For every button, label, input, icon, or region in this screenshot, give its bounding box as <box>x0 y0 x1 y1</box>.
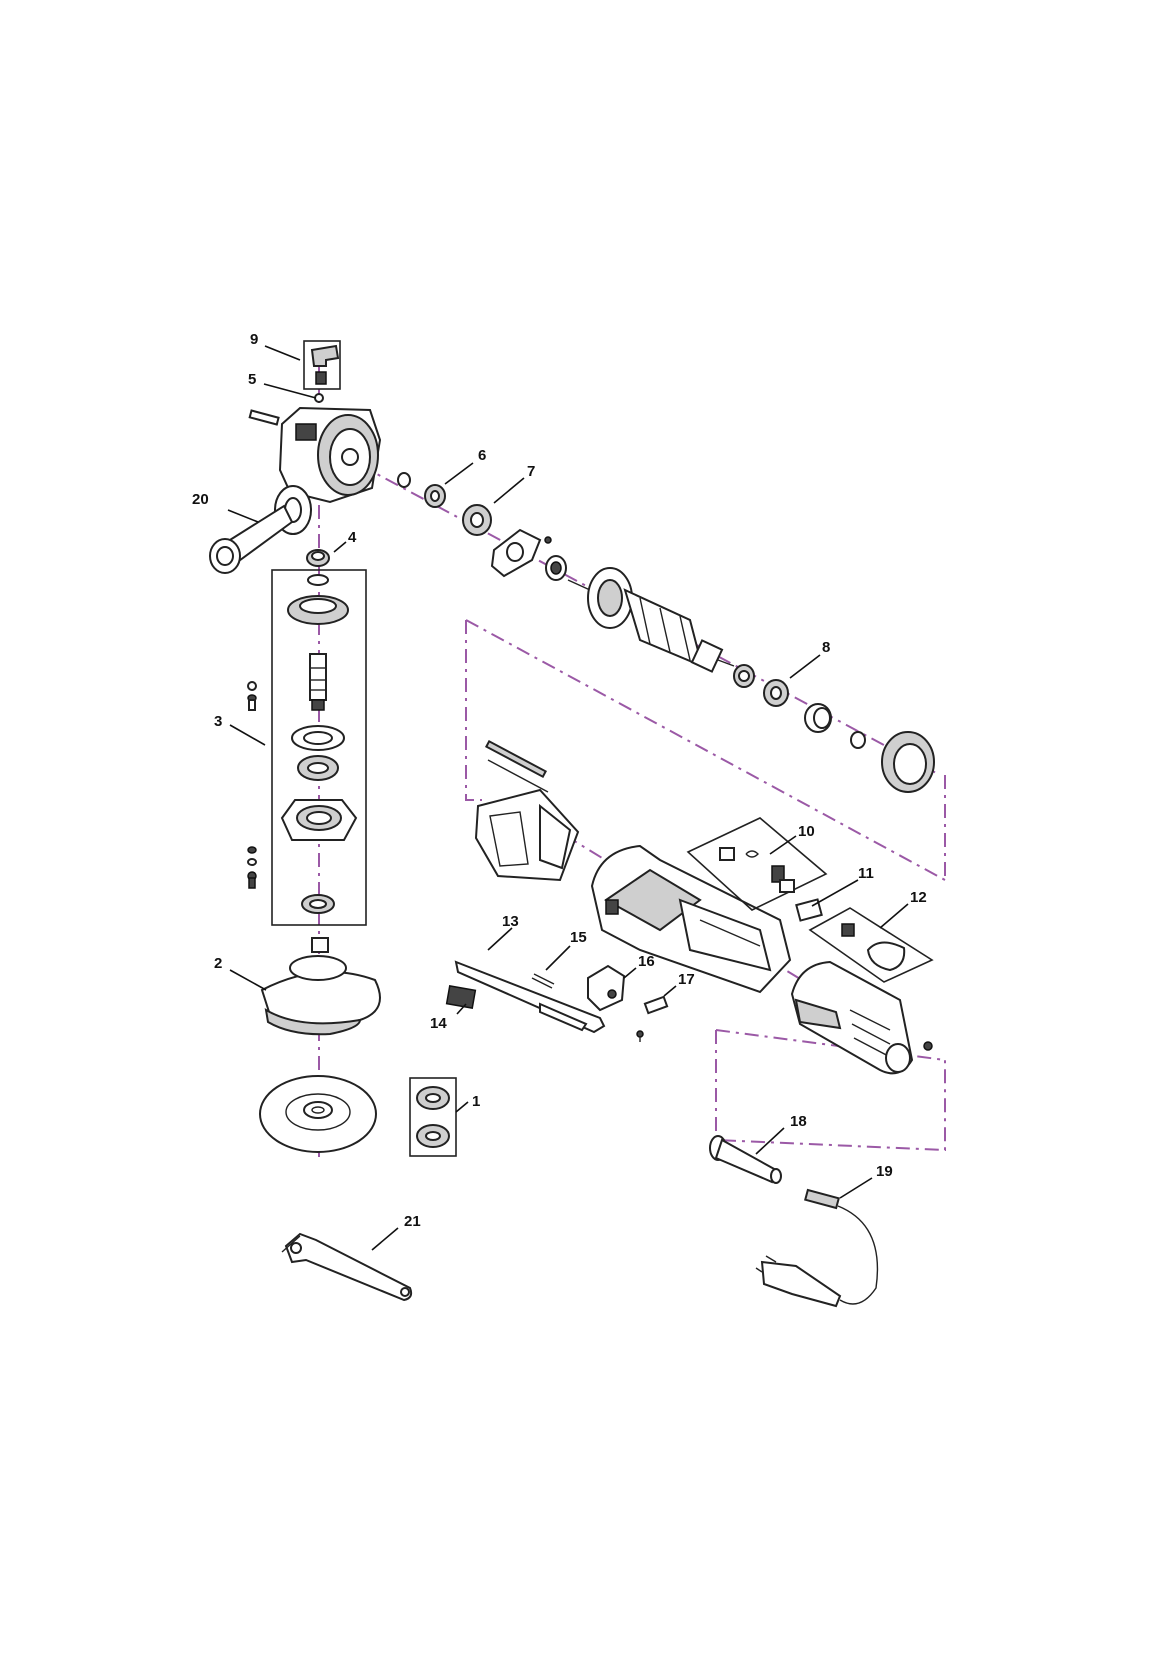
part-12-cover <box>808 907 934 983</box>
callout-19: 19 <box>876 1163 893 1180</box>
callout-labels: 9 5 6 7 20 4 8 3 10 11 12 13 15 2 16 17 … <box>192 331 927 1230</box>
leader-lines <box>227 345 909 1251</box>
gear-housing <box>248 406 382 504</box>
motor-housing <box>590 844 792 994</box>
callout-3: 3 <box>214 713 222 730</box>
callout-11: 11 <box>858 865 874 882</box>
callout-18: 18 <box>790 1113 807 1130</box>
rear-housing <box>790 960 933 1075</box>
callout-13: 13 <box>502 913 519 930</box>
part-17-clip <box>636 995 669 1042</box>
part-14-switch-button <box>445 985 477 1009</box>
part-9-spindle-lock <box>303 340 341 390</box>
part-5-ring <box>314 393 324 403</box>
part-21-pin-wrench <box>281 1232 413 1302</box>
callout-17: 17 <box>678 971 695 988</box>
callout-2: 2 <box>214 955 222 972</box>
part-4-bearing <box>306 549 330 567</box>
callout-7: 7 <box>527 463 535 480</box>
part-20-side-handle <box>209 485 312 574</box>
callout-16: 16 <box>638 953 655 970</box>
callout-5: 5 <box>248 371 256 388</box>
callout-9: 9 <box>250 331 258 348</box>
part-7-bearing-plate <box>462 504 567 581</box>
part-1-flange-set <box>409 1077 457 1157</box>
callout-10: 10 <box>798 823 815 840</box>
callout-6: 6 <box>478 447 486 464</box>
part-8-bearings <box>733 664 935 793</box>
callout-12: 12 <box>910 889 927 906</box>
part-13-switch-rod <box>454 960 606 1034</box>
part-2-wheel-guard <box>260 937 381 1036</box>
armature <box>567 567 735 673</box>
part-6-bearings <box>397 472 446 508</box>
callout-21: 21 <box>404 1213 421 1230</box>
part-10-brush-set <box>686 817 828 911</box>
grinding-disc <box>259 1075 377 1153</box>
callout-4: 4 <box>348 529 357 546</box>
screws-left <box>247 681 257 889</box>
callout-14: 14 <box>430 1015 447 1032</box>
part-19-power-cord <box>755 1188 879 1308</box>
callout-20: 20 <box>192 491 209 508</box>
part-16-switch <box>587 964 626 1012</box>
part-15-spring <box>531 973 555 989</box>
part-3-gear-assembly <box>271 569 367 926</box>
stator <box>474 739 580 882</box>
callout-15: 15 <box>570 929 587 946</box>
part-18-cord-sleeve <box>709 1135 782 1184</box>
callout-1: 1 <box>472 1093 480 1110</box>
callout-8: 8 <box>822 639 830 656</box>
